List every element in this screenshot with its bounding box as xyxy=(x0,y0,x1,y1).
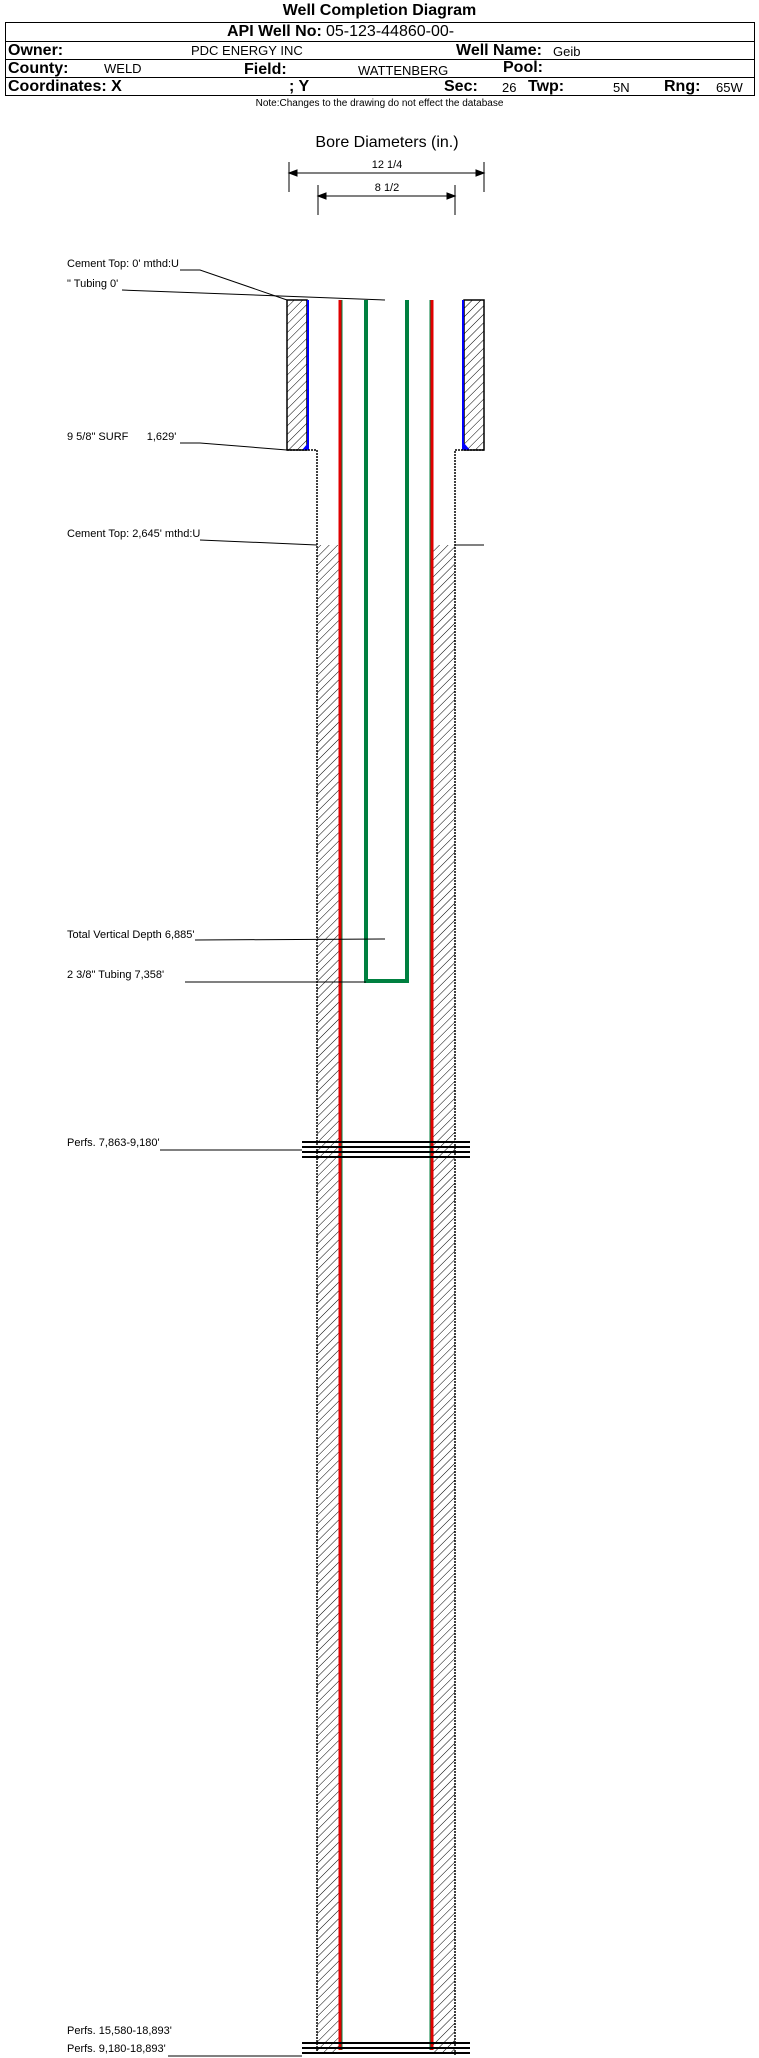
perfs-label-2a: Perfs. 9,180-18,893' xyxy=(67,2043,166,2055)
inner-diameter-dimension xyxy=(316,185,457,215)
tvd-label: Total Vertical Depth 6,885' xyxy=(67,929,194,941)
sec-label: Sec: xyxy=(444,78,478,95)
county-label: County: xyxy=(8,60,69,77)
page-title: Well Completion Diagram xyxy=(282,2,477,19)
bore-title: Bore Diameters (in.) xyxy=(315,134,458,151)
cement-top-label-2: Cement Top: 2,645' mthd:U xyxy=(67,528,200,540)
tubing-label: 2 3/8" Tubing 7,358' xyxy=(67,969,164,981)
tubing-top-label: " Tubing 0' xyxy=(67,278,118,290)
twp-label: Twp: xyxy=(528,78,565,95)
well-name-label: Well Name: xyxy=(456,42,542,59)
surface-cement-right xyxy=(463,299,485,451)
twp-value: 5N xyxy=(613,80,630,95)
field-value: WATTENBERG xyxy=(358,63,449,78)
coord-x-label: Coordinates: X xyxy=(8,78,122,95)
outer-diameter-label: 12 1/4 xyxy=(372,159,403,171)
label-leaders xyxy=(121,269,484,2057)
owner-label: Owner: xyxy=(8,42,64,59)
perforations-upper xyxy=(302,1141,470,1158)
perforations-lower xyxy=(302,2042,470,2054)
coord-y-label: ; Y xyxy=(289,78,310,95)
field-label: Field: xyxy=(244,61,287,78)
surface-cement-left xyxy=(286,299,308,451)
well-name-value: Geib xyxy=(553,44,581,59)
sec-value: 26 xyxy=(502,80,517,95)
surface-casing-label: 9 5/8" SURF 1,629' xyxy=(67,431,176,443)
well-header-table: API Well No: 05-123-44860-00- Owner: PDC… xyxy=(5,22,755,96)
tubing-string xyxy=(364,300,409,983)
casing-shoe-left xyxy=(302,443,308,450)
hole-wall-left xyxy=(287,449,318,2055)
api-value: 05-123-44860-00- xyxy=(326,23,455,40)
casing-shoe-right xyxy=(464,443,470,450)
inner-diameter-label: 8 1/2 xyxy=(375,182,399,194)
api-label: API Well No: xyxy=(227,23,322,40)
production-cement-right xyxy=(433,545,455,2053)
outer-diameter-dimension xyxy=(287,162,486,192)
rng-value: 65W xyxy=(716,80,743,95)
cement-top-label-1: Cement Top: 0' mthd:U xyxy=(67,258,179,270)
owner-value: PDC ENERGY INC xyxy=(191,43,303,58)
rng-label: Rng: xyxy=(664,78,701,95)
pool-label: Pool: xyxy=(503,59,543,76)
county-value: WELD xyxy=(104,61,142,76)
note: Note:Changes to the drawing do not effec… xyxy=(255,98,504,109)
perfs-label-1: Perfs. 7,863-9,180' xyxy=(67,1137,160,1149)
hole-wall-right xyxy=(454,449,484,2055)
perfs-label-2b: Perfs. 15,580-18,893' xyxy=(67,2025,172,2037)
production-cement-left xyxy=(317,545,339,2053)
